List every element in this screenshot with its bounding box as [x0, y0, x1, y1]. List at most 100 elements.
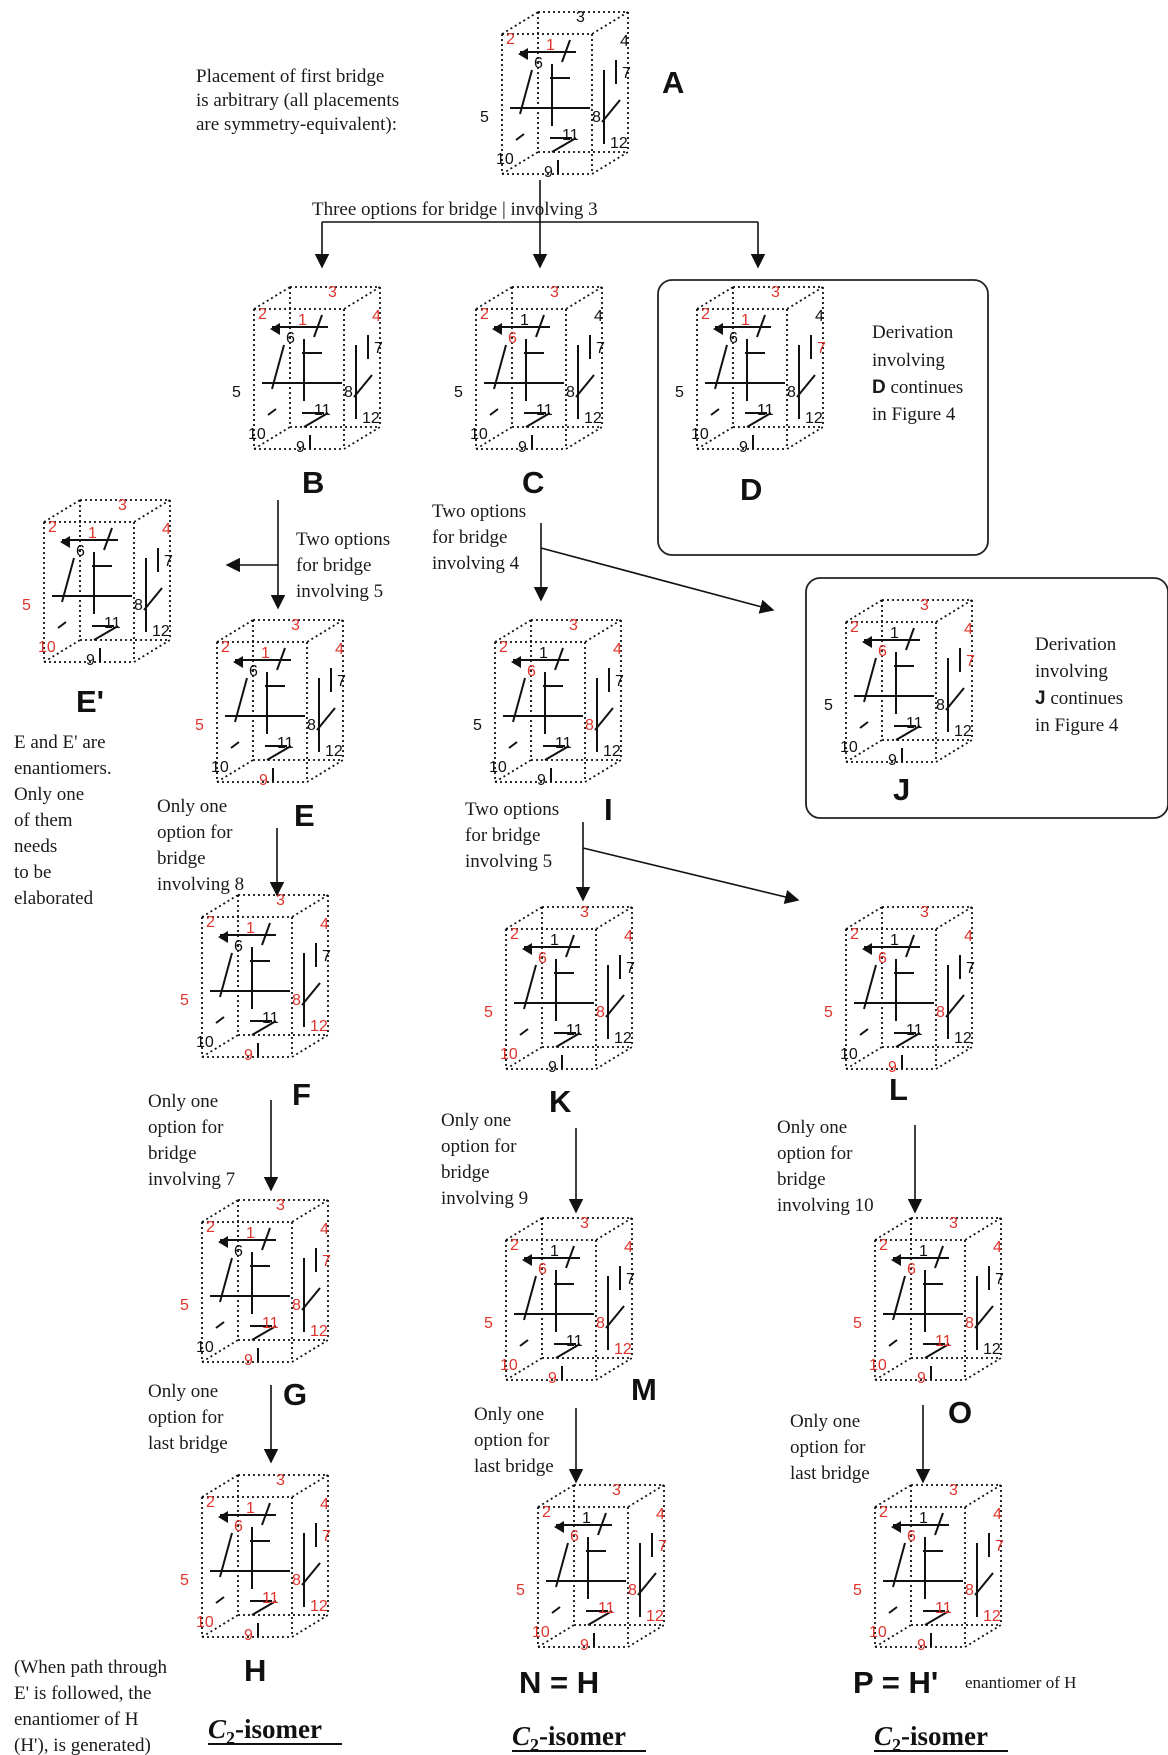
- vertex-number: 11: [262, 1315, 279, 1332]
- cube-bridge-line: [892, 1275, 906, 1321]
- cube-edge: [291, 894, 329, 918]
- vertex-number: 7: [337, 673, 346, 690]
- cube-bridge-line: [489, 408, 499, 416]
- branch-I: Two options for bridge involving 5: [465, 799, 800, 904]
- vertex-number: 10: [869, 1624, 887, 1641]
- vertex-number: 2: [258, 306, 267, 323]
- label-M: M: [631, 1372, 657, 1407]
- vertex-number: 9: [518, 439, 527, 456]
- cube-edge: [874, 1357, 912, 1381]
- vertex-number: 9: [244, 1047, 253, 1064]
- vertex-number: 12: [983, 1608, 1001, 1625]
- cube-bridge-line: [859, 1028, 869, 1036]
- vertex-number: 8: [307, 717, 316, 734]
- vertex-number: 7: [322, 1528, 331, 1545]
- vertex-number: 5: [180, 992, 189, 1009]
- vertex-number: 2: [850, 926, 859, 943]
- vertex-number: 8: [936, 1004, 945, 1021]
- svg-text:Only one: Only one: [474, 1404, 544, 1425]
- wedge-bond: [554, 1521, 564, 1533]
- cube-bridge-line: [605, 994, 625, 1018]
- vertex-number: 7: [596, 340, 605, 357]
- vertex-number: 12: [614, 1341, 632, 1358]
- cube-edge: [964, 1217, 1002, 1241]
- vertex-number: 1: [539, 645, 548, 662]
- vertex-number: 2: [480, 306, 489, 323]
- svg-text:option for: option for: [790, 1437, 866, 1458]
- wedge-bond: [270, 323, 280, 335]
- cube-bridge-line: [859, 721, 869, 729]
- cube-edge: [201, 1199, 239, 1223]
- cube-bridge-line: [905, 934, 915, 958]
- cube-edge: [43, 639, 81, 663]
- vertex-number: 1: [919, 1510, 928, 1527]
- cube-bridge-line: [215, 1321, 225, 1329]
- cube-bridge-line: [974, 1305, 994, 1329]
- wedge-bond: [522, 1254, 532, 1266]
- svg-text:involving 4: involving 4: [432, 553, 520, 574]
- cube-bridge-line: [219, 1257, 233, 1303]
- vertex-number: 6: [508, 330, 517, 347]
- cube-bridge-line: [512, 677, 526, 723]
- cube-edge: [291, 1199, 329, 1223]
- cube-edge: [595, 1046, 633, 1070]
- cube-edge: [591, 11, 629, 35]
- cube-edge: [537, 1624, 575, 1648]
- vertex-number: 3: [612, 1482, 621, 1499]
- vertex-number: 11: [757, 402, 774, 419]
- cube-edge: [43, 499, 81, 523]
- vertex-number: 6: [878, 950, 887, 967]
- vertex-number: 4: [624, 1239, 633, 1256]
- vertex-number: 1: [261, 645, 270, 662]
- vertex-number: 10: [496, 151, 514, 168]
- label-G: G: [283, 1377, 307, 1412]
- vertex-number: 8: [592, 109, 601, 126]
- vertex-number: 9: [917, 1637, 926, 1654]
- label-H: H: [244, 1653, 266, 1688]
- cube-bridge-line: [565, 934, 575, 958]
- vertex-number: 8: [566, 384, 575, 401]
- vertex-number: 10: [38, 639, 56, 656]
- vertex-number: 3: [580, 1215, 589, 1232]
- vertex-number: 9: [544, 164, 553, 181]
- cube-edge: [845, 599, 883, 623]
- vertex-number: 3: [580, 904, 589, 921]
- vertex-number: 2: [48, 519, 57, 536]
- vertex-number: 3: [569, 617, 578, 634]
- cube-bridge-line: [796, 374, 816, 398]
- vertex-number: 6: [538, 950, 547, 967]
- wedge-bond: [518, 48, 528, 60]
- svg-text:involving 5: involving 5: [296, 581, 383, 602]
- path-note: (When path through E' is followed, the e…: [14, 1657, 168, 1755]
- svg-text:involving: involving: [1035, 661, 1108, 682]
- vertex-number: 6: [249, 663, 258, 680]
- vertex-number: 6: [729, 330, 738, 347]
- svg-text:for bridge: for bridge: [465, 825, 540, 846]
- vertex-number: 12: [646, 1608, 664, 1625]
- cube-edge: [343, 286, 381, 310]
- vertex-number: 10: [500, 1046, 518, 1063]
- branch-M: Only one option for last bridge: [474, 1404, 584, 1484]
- cube-bridge-line: [303, 412, 329, 428]
- svg-text:option for: option for: [148, 1407, 224, 1428]
- cube-bridge-line: [554, 647, 564, 671]
- cube-bridge-line: [267, 408, 277, 416]
- cube-edge: [964, 1484, 1002, 1508]
- cube-bridge-line: [251, 1325, 277, 1341]
- cube-bridge-line: [895, 1032, 921, 1048]
- branch-C: Two options for bridge involving 4: [432, 501, 775, 614]
- vertex-number: 6: [907, 1261, 916, 1278]
- cube-bridge-line: [301, 1562, 321, 1586]
- cube-edge: [216, 619, 254, 643]
- vertex-number: 6: [234, 1518, 243, 1535]
- vertex-number: 8: [936, 697, 945, 714]
- vertex-number: 7: [995, 1271, 1004, 1288]
- vertex-number: 12: [362, 410, 380, 427]
- cube-bridge-line: [535, 314, 545, 338]
- vertex-number: 11: [555, 735, 572, 752]
- vertex-number: 7: [995, 1538, 1004, 1555]
- vertex-number: 9: [580, 1637, 589, 1654]
- svg-text:(When path through: (When path through: [14, 1657, 168, 1678]
